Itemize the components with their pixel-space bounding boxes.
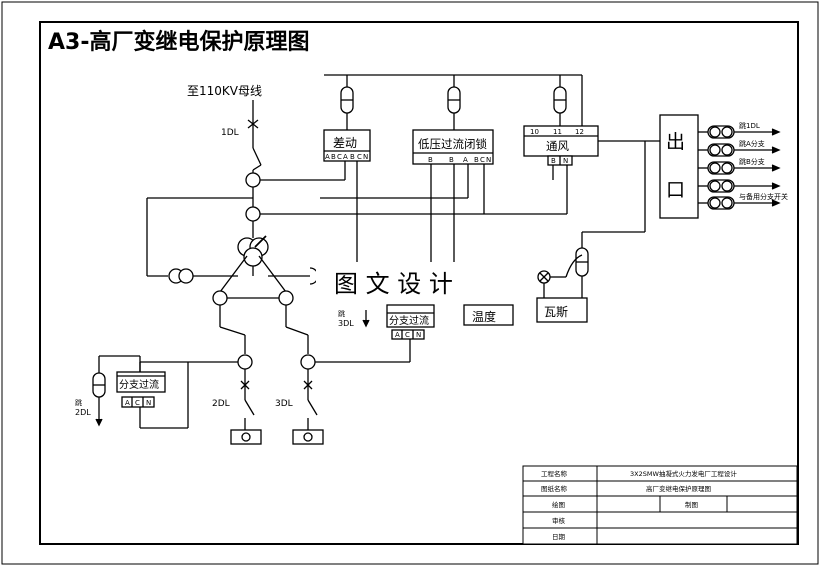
temp-relay-label: 温度 [472, 309, 496, 324]
diff-terminal: B [331, 153, 336, 161]
trip-2dl-label: 跳 [75, 398, 82, 407]
output-label: 与备用分支开关 [739, 192, 788, 201]
ct-icon [212, 290, 228, 306]
low-voltage-overcurrent-relay: 低压过流闭锁 B B A B C N [412, 129, 494, 165]
branch-terminal: N [146, 399, 151, 407]
breaker-2dl-icon [240, 380, 250, 390]
ct-icon [278, 290, 294, 306]
branch-terminal: A [125, 399, 130, 407]
diff-terminal: N [363, 153, 368, 161]
breaker-1dl-label: 1DL [221, 128, 239, 138]
output-label: 跳1DL [739, 121, 760, 130]
title-block-label: 绘图 [552, 500, 565, 509]
gas-relay-contact-icon [537, 270, 551, 284]
trip-contact-icon [707, 179, 781, 193]
load-terminal-icon [230, 429, 262, 445]
ventilation-relay: 10 11 12 通风 B N [523, 125, 599, 166]
trip-contact-icon [707, 125, 781, 139]
breaker-3dl-icon [303, 380, 313, 390]
branch-overcurrent-relay: 分支过流 A C N [116, 371, 166, 408]
busbar-label: 至110KV母线 [187, 84, 262, 98]
load-terminal-icon [292, 429, 324, 445]
fuse-icon [553, 86, 567, 114]
gas-relay-label: 瓦斯 [544, 305, 568, 319]
vent-terminal: N [563, 157, 568, 165]
project-name: 3X2SMW抽凝式火力发电厂工程设计 [630, 469, 737, 478]
trip-3dl-label: 3DL [338, 319, 354, 328]
outlet-label-2: 口 [666, 179, 685, 201]
diff-terminal: C [357, 153, 362, 161]
title-block-label: 图纸名称 [541, 484, 568, 493]
ct-icon [300, 354, 316, 370]
output-label: 跳B分支 [739, 157, 765, 166]
page-title: A3-高厂变继电保护原理图 [48, 29, 309, 55]
branch-terminal: C [135, 399, 140, 407]
vent-terminal: B [551, 157, 556, 165]
trip-3dl-label: 跳 [338, 309, 345, 318]
diff-relay-label: 差动 [333, 136, 357, 150]
branch-terminal: C [405, 331, 410, 339]
drawing-name: 高厂变继电保护原理图 [646, 484, 711, 493]
vent-top-terminal: 12 [575, 128, 584, 136]
lvoc-terminal: B [428, 156, 433, 164]
breaker-3dl-label: 3DL [275, 399, 293, 409]
vent-relay-label: 通风 [546, 139, 569, 153]
fuse-icon [447, 86, 461, 114]
differential-relay: 差动 A B C A B C N [323, 129, 371, 162]
vent-top-terminal: 11 [553, 128, 562, 136]
vent-top-terminal: 10 [530, 128, 539, 136]
lvoc-terminal: B [449, 156, 454, 164]
ct-icon [237, 354, 253, 370]
output-label: 跳A分支 [739, 139, 765, 148]
lvoc-terminal: A [463, 156, 468, 164]
inner-frame [39, 21, 799, 545]
title-block-label: 日期 [552, 533, 566, 541]
branch-terminal: A [395, 331, 400, 339]
lvoc-terminal: N [486, 156, 491, 164]
branch-terminal: N [416, 331, 421, 339]
lvoc-terminal: C [480, 156, 485, 164]
title-block-label: 制图 [685, 500, 698, 509]
diff-terminal: B [350, 153, 355, 161]
lvoc-terminal: B [474, 156, 479, 164]
diff-terminal: A [325, 153, 330, 161]
branch-overcurrent-relay: 分支过流 A C N [386, 304, 435, 340]
gas-relay: 瓦斯 [536, 297, 588, 323]
diff-terminal: C [337, 153, 342, 161]
ct-icon [245, 172, 261, 188]
title-block-label: 工程名称 [541, 469, 568, 478]
diff-terminal: A [343, 153, 348, 161]
transformer-icon [237, 235, 269, 267]
outlet-label-1: 出 [666, 131, 685, 153]
ct-icon [245, 206, 261, 222]
branch-relay-label: 分支过流 [389, 314, 429, 327]
temperature-relay: 温度 [463, 304, 514, 326]
title-block [522, 465, 798, 545]
breaker-2dl-label: 2DL [212, 399, 230, 409]
trip-contact-icon [707, 196, 781, 210]
lvoc-relay-label: 低压过流闭锁 [418, 137, 487, 151]
trip-contact-icon [707, 143, 781, 157]
trip-2dl-label: 2DL [75, 408, 91, 417]
outlet-box: 出 口 [659, 114, 699, 219]
fuse-icon [92, 372, 106, 398]
fuse-icon [575, 247, 589, 277]
trip-contact-icon [707, 161, 781, 175]
watermark-text: 图 文 设 计 [334, 270, 453, 298]
branch-relay-label: 分支过流 [119, 378, 159, 391]
neutral-ct-icon [168, 268, 194, 284]
outlet-trip-lines [698, 131, 708, 204]
fuse-icon [340, 86, 354, 114]
title-block-label: 审核 [552, 516, 566, 525]
